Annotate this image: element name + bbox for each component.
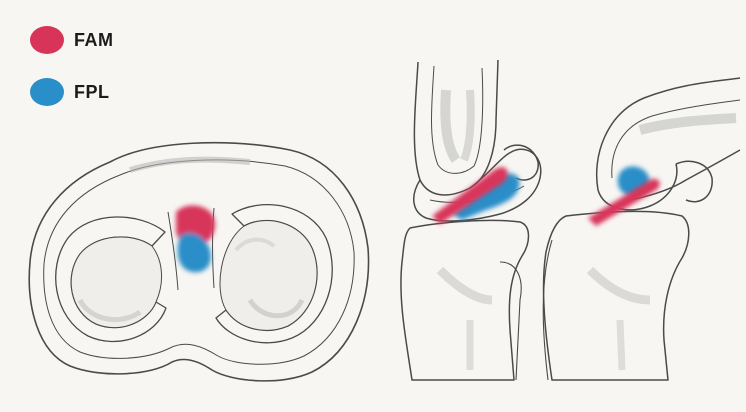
legend-label-fpl: FPL (74, 82, 110, 103)
pcl-footprint-axial (176, 205, 215, 272)
legend-item-fam: FAM (30, 26, 114, 54)
legend-item-fpl: FPL (30, 78, 114, 106)
legend-label-fam: FAM (74, 30, 114, 51)
medial-articular-surface (71, 237, 161, 328)
tibia-extended (401, 220, 529, 380)
knee-lateral-extension-view (401, 60, 541, 380)
patella-flexed (676, 161, 712, 201)
fam-swatch (30, 26, 64, 54)
fibula-extended (500, 262, 521, 380)
knee-lateral-flexion-view (543, 78, 740, 380)
fpl-swatch (30, 78, 64, 106)
tibia-flexed (544, 211, 689, 380)
legend: FAM FPL (30, 26, 114, 106)
